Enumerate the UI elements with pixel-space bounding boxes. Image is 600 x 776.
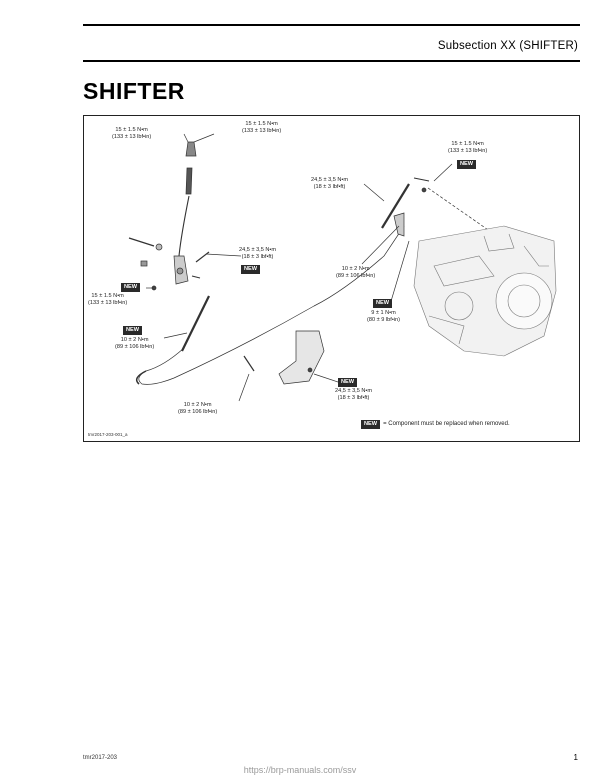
shift-knob: [185, 141, 197, 157]
torque-label-left-mid: 15 ± 1.5 N•m(133 ± 13 lbf•in): [88, 293, 128, 306]
figure-legend: NEW= Component must be replaced when rem…: [361, 420, 510, 429]
lever-support-bracket: [278, 330, 325, 385]
engine-assembly: [413, 225, 557, 357]
washer-left: [155, 243, 163, 251]
new-badge: NEW: [457, 160, 477, 169]
shift-cable-lower-sleeve: [181, 295, 210, 352]
figure-code: tmr2017-203-001_a: [88, 432, 128, 437]
diagram-drawing: [128, 133, 557, 402]
cable-bracket: [393, 212, 405, 237]
new-badge: NEW: [121, 283, 141, 292]
header-rule-top: [83, 24, 580, 26]
pivot-bolt: [176, 267, 184, 275]
leader-engine-small: [388, 240, 410, 309]
bolt-left: [128, 237, 155, 247]
torque-label-bottom-right: 24,5 ± 3,5 N•m(18 ± 3 lbf•ft): [335, 388, 373, 401]
torque-label-cable-upper: 24,5 ± 3,5 N•m(18 ± 3 lbf•ft): [311, 177, 349, 190]
new-badge: NEW: [338, 378, 358, 387]
shifter-exploded-diagram: 15 ± 1.5 N•m(133 ± 13 lbf•in) 15 ± 1.5 N…: [83, 115, 580, 442]
new-badge: NEW: [373, 299, 393, 308]
bolt-mid: [191, 275, 201, 279]
nut-left: [140, 260, 148, 267]
bracket-bolt: [243, 355, 255, 372]
leader-right-top: [433, 163, 453, 182]
cable-end-rod: [413, 177, 430, 182]
page-title: SHIFTER: [83, 78, 185, 104]
cable-nut: [421, 187, 427, 193]
leader-knob-left: [183, 133, 189, 143]
torque-label-bracket-right: 10 ± 2 N•m(89 ± 106 lbf•in): [336, 266, 376, 279]
torque-label-right-top: 15 ± 1.5 N•m(133 ± 13 lbf•in): [448, 141, 488, 154]
page-number: 1: [573, 753, 578, 762]
footer-url[interactable]: https://brp-manuals.com/ssv: [243, 765, 357, 775]
shift-cable-upper-sleeve: [381, 183, 410, 229]
cable-end: [135, 370, 147, 385]
leader-knob-top: [193, 133, 215, 143]
legend-text: = Component must be replaced when remove…: [383, 421, 510, 427]
leader-bracket-right: [361, 225, 400, 265]
shift-cable: [138, 225, 405, 385]
torque-label-knob-top: 15 ± 1.5 N•m(133 ± 13 lbf•in): [242, 121, 282, 134]
header-rule-bottom: [83, 60, 580, 62]
bolt-upper: [195, 251, 210, 263]
torque-label-bottom-center: 10 ± 2 N•m(89 ± 106 lbf•in): [178, 402, 218, 415]
shift-boot: [185, 167, 193, 195]
leader-left-lower: [163, 332, 188, 339]
footer-doc-code: tmr2017-203: [83, 755, 118, 761]
bracket-nut: [307, 367, 313, 373]
leader-cable-upper: [363, 183, 385, 202]
torque-label-lever-mid: 24,5 ± 3,5 N•m(18 ± 3 lbf•ft): [239, 247, 277, 260]
torque-label-knob-left: 15 ± 1.5 N•m(133 ± 13 lbf•in): [112, 127, 152, 140]
torque-label-left-lower: 10 ± 2 N•m(89 ± 106 lbf•in): [115, 337, 155, 350]
leader-bottom-center: [238, 373, 250, 402]
new-badge: NEW: [241, 265, 261, 274]
torque-label-engine-small: 9 ± 1 N•m(80 ± 9 lbf•in): [367, 310, 401, 323]
subsection-title: Subsection XX (SHIFTER): [437, 40, 578, 52]
cable-leader-dashed: [427, 187, 495, 235]
new-badge: NEW: [123, 326, 143, 335]
leader-lever-mid: [205, 253, 242, 257]
new-badge: NEW: [361, 420, 381, 429]
